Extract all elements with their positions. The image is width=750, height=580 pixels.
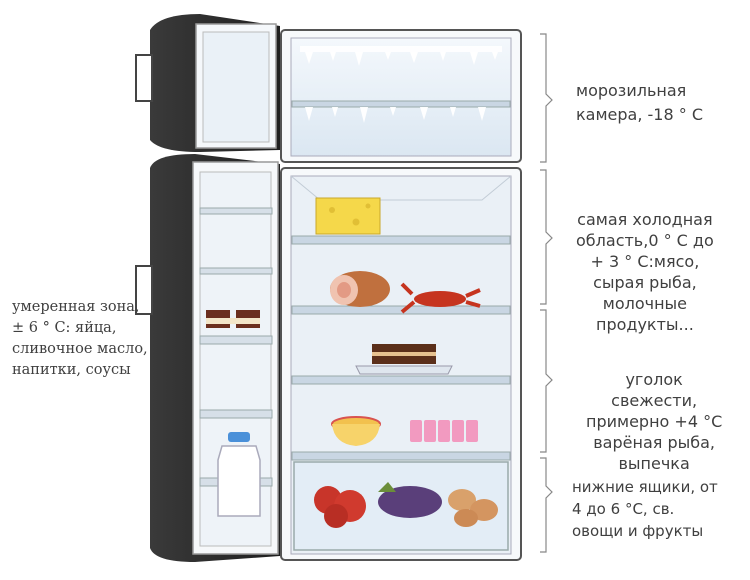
coldest-label-line: + 3 ° С:мясо, <box>590 252 700 271</box>
brace-freezer <box>540 33 553 163</box>
drawers-zone-label: нижние ящики, от 4 до 6 °С, св. овощи и … <box>572 476 718 542</box>
shelf-4 <box>291 451 511 461</box>
moderate-label-line: ± 6 ° С: яйца, <box>12 320 117 336</box>
freezer-compartment <box>280 29 522 163</box>
fresh-label-line: примерно +4 °С <box>586 412 723 431</box>
milk-bottle-icon <box>217 432 261 517</box>
fridge-door <box>135 154 280 562</box>
shelf-1 <box>291 235 511 245</box>
coldest-label-line: самая холодная <box>577 210 713 229</box>
shelf-2 <box>291 305 511 315</box>
brace-drawers <box>540 457 553 553</box>
drawers-label-line: нижние ящики, от <box>572 478 718 496</box>
coldest-label-line: продукты... <box>595 315 694 334</box>
freezer-label-line: камера, -18 ° С <box>576 105 703 124</box>
ham-icon <box>330 271 390 307</box>
freezer-label-line: морозильная <box>576 81 687 100</box>
fresh-label-line: выпечка <box>618 454 690 473</box>
freshness-zone-label: уголок свежести, примерно +4 °С варёная … <box>586 369 722 474</box>
coldest-zone-label: самая холодная область,0 ° С до + 3 ° С:… <box>576 209 714 335</box>
vegetable-drawer <box>293 461 509 551</box>
coldest-label-line: сырая рыба, <box>593 273 697 292</box>
fridge-handle <box>135 265 153 315</box>
soup-bowl-icon <box>331 416 381 446</box>
freezer-handle <box>135 54 153 102</box>
tomatoes-icon <box>314 486 366 528</box>
brace-fresh <box>540 309 553 453</box>
cake-icon <box>355 344 453 375</box>
moderate-zone-label: умеренная зона, ± 6 ° С: яйца, сливочное… <box>12 297 148 381</box>
fresh-label-line: варёная рыба, <box>593 433 716 452</box>
shelf-3 <box>291 375 511 385</box>
freezer-door <box>135 14 280 152</box>
freezer-zone-label: морозильная камера, -18 ° С <box>576 79 703 127</box>
moderate-label-line: сливочное масло, <box>12 341 148 357</box>
yogurt-cups-icon <box>410 420 478 442</box>
drawers-label-line: овощи и фрукты <box>572 522 704 540</box>
cheese-icon <box>315 197 381 235</box>
drawers-label-line: 4 до 6 °С, св. <box>572 500 675 518</box>
moderate-label-line: умеренная зона, <box>12 299 140 315</box>
eggplant-icon <box>378 482 442 518</box>
crayfish-icon <box>400 282 481 314</box>
fridge-compartment <box>280 167 522 561</box>
zone-braces <box>540 33 553 553</box>
brace-coldest <box>540 169 553 305</box>
moderate-label-line: напитки, соусы <box>12 362 131 378</box>
fresh-label-line: свежести, <box>611 391 698 410</box>
butter-icon <box>206 310 260 328</box>
fresh-label-line: уголок <box>625 370 683 389</box>
potatoes-icon <box>448 489 498 527</box>
coldest-label-line: молочные <box>602 294 688 313</box>
coldest-label-line: область,0 ° С до <box>576 231 714 250</box>
freezer-shelf <box>291 100 511 108</box>
